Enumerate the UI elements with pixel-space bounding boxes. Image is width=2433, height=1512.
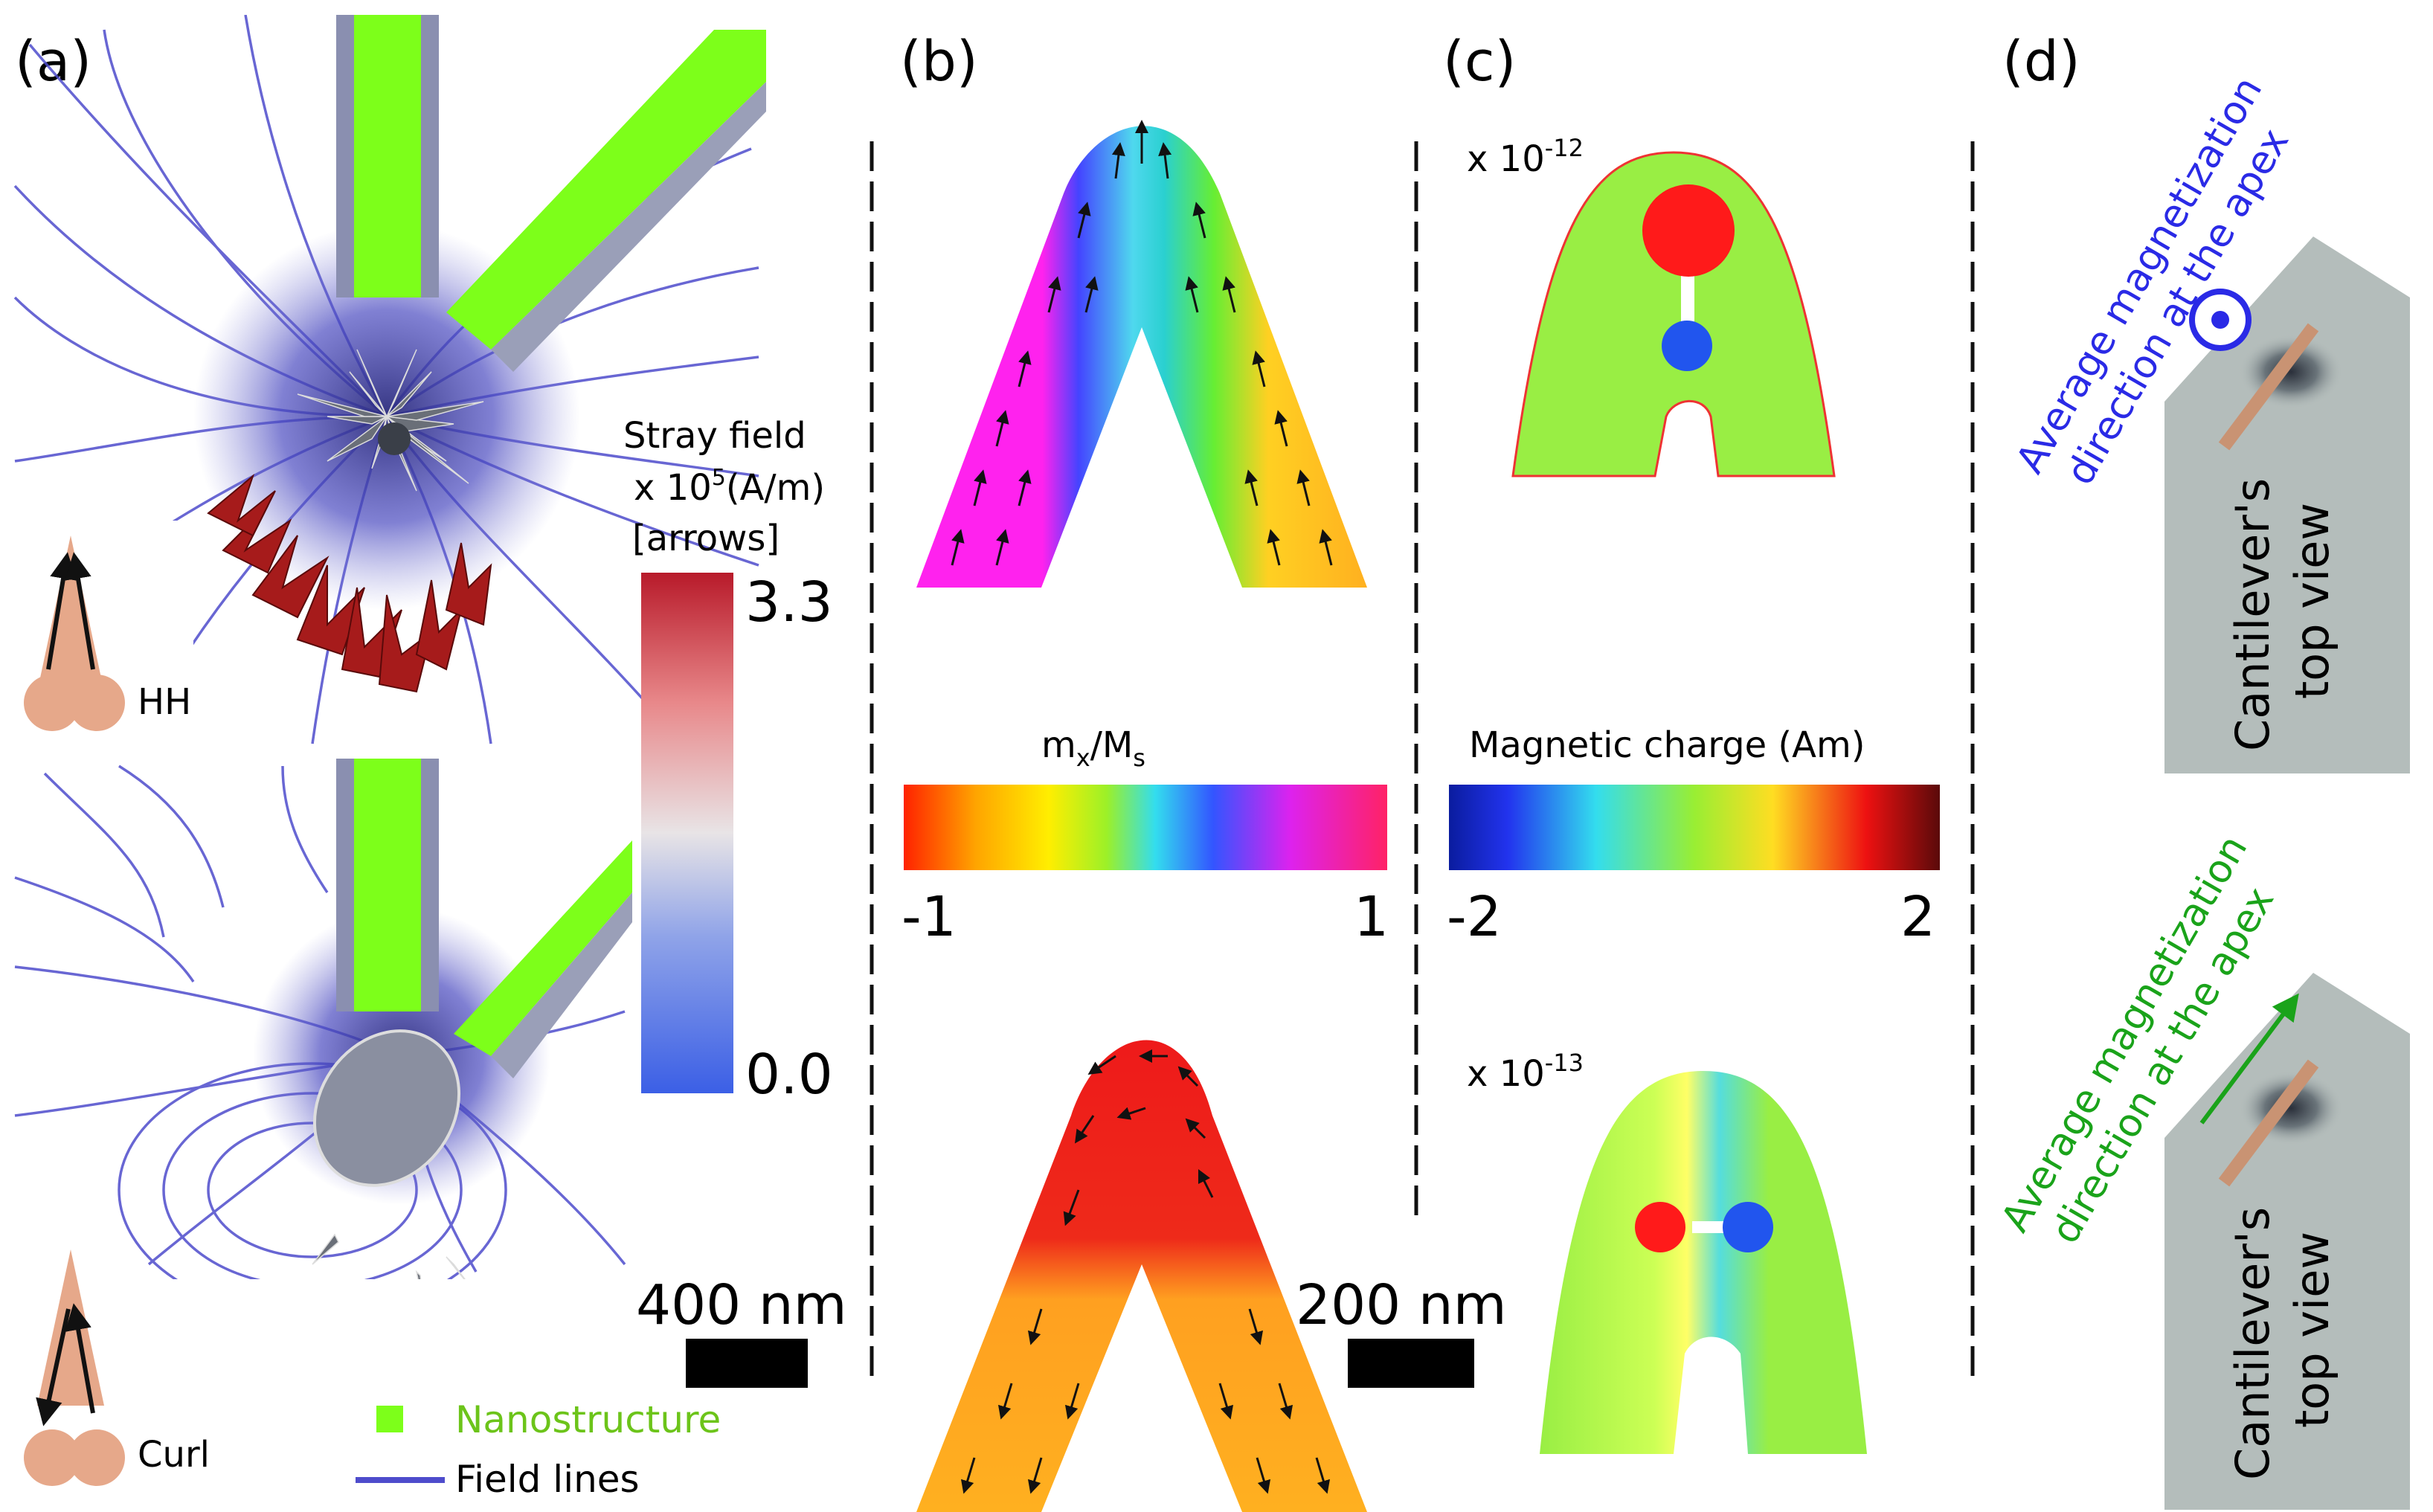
legend-field-lines-label: Field lines <box>455 1458 640 1501</box>
scalebar-200nm-label: 200 nm <box>1296 1273 1507 1337</box>
charge-colorbar-title: Magnetic charge (Am) <box>1469 724 1865 766</box>
scalebar-200nm: 200 nm <box>1296 1273 1507 1388</box>
mx-colorbar-max: 1 <box>1354 885 1389 949</box>
panel-a: (a) <box>0 15 847 1501</box>
arrow-left-up <box>46 552 77 670</box>
in-plane-arrow <box>2199 993 2299 1125</box>
charge-map-hh <box>1511 151 1836 477</box>
panel-a-label: (a) <box>15 30 91 94</box>
charge-gradient <box>1449 785 1940 870</box>
positive-charge-blob <box>1642 184 1735 277</box>
positive-charge-blob-curl <box>1635 1202 1685 1252</box>
charge-map-curl <box>1540 1071 1867 1454</box>
colorbar-title-line2: x 105(A/m) <box>634 465 825 509</box>
colorbar-title-line1: Stray field <box>623 415 806 457</box>
panel-c: (c) x 10-12 Magnetic charge (Am) -2 2 x … <box>1443 30 1940 1454</box>
cantilever-top: Cantilever's top view <box>2164 237 2410 773</box>
stray-field-colorbar: Stray field x 105(A/m) [arrows] 3.3 0.0 <box>623 415 833 1107</box>
simulation-hh <box>13 15 766 744</box>
legend-nanostructure-label: Nanostructure <box>455 1398 721 1441</box>
arrow-left-down <box>36 1308 71 1426</box>
inset-hh: HH <box>0 521 193 744</box>
panel-c-label: (c) <box>1443 30 1516 94</box>
inset-curl-label: Curl <box>138 1434 210 1476</box>
magnetization-map-curl <box>916 1040 1367 1512</box>
panel-d-label: (d) <box>2002 30 2080 94</box>
cantilever-tip-bar-top <box>2218 323 2319 451</box>
panel-d: (d) Average magnetization direction at t… <box>1993 30 2410 1510</box>
scalebar-400nm-label: 400 nm <box>636 1273 847 1337</box>
svg-text:Cantilever's: Cantilever's <box>2225 1207 2280 1480</box>
simulation-curl <box>14 759 632 1279</box>
curl-vortex <box>312 1029 461 1187</box>
arrow-right-up <box>65 552 95 670</box>
nanostructure-arm-diagonal-bottom <box>454 840 632 1056</box>
tip-shape-hh <box>37 535 104 692</box>
stray-field-gradient <box>641 573 733 1093</box>
magnetization-arrows-top <box>951 120 1333 566</box>
mx-colorbar-title: mx/Ms <box>1041 724 1145 772</box>
scalebar-400nm: 400 nm <box>636 1273 847 1388</box>
mx-colorbar-min: -1 <box>901 885 957 949</box>
stray-field-arrows-red <box>207 473 492 693</box>
colorbar-max: 3.3 <box>745 570 833 634</box>
charge-colorbar: Magnetic charge (Am) -2 2 <box>1447 724 1940 949</box>
charge-scale-bottom: x 10-13 <box>1467 1049 1584 1095</box>
nanostructure-arm-vertical-bottom <box>354 759 421 1011</box>
cantilever-tip-bar-bottom <box>2218 1059 2319 1187</box>
cantilever-bottom: Cantilever's top view <box>2164 973 2410 1510</box>
cantilever-label-bottom: Cantilever's top view <box>2225 1207 2339 1480</box>
panel-b: (b) <box>900 30 1507 1512</box>
inset-hh-label: HH <box>138 681 191 723</box>
inset-curl: Curl <box>24 1249 210 1486</box>
cantilever-label-top: Cantilever's top view <box>2225 478 2339 751</box>
arrow-right-up-curl <box>65 1303 95 1414</box>
colorbar-title-line3: [arrows] <box>632 518 780 559</box>
mx-gradient <box>904 785 1387 870</box>
panel-b-label: (b) <box>900 30 978 94</box>
svg-text:Cantilever's: Cantilever's <box>2225 478 2280 751</box>
magnetization-map-hh <box>916 120 1367 588</box>
negative-charge-blob <box>1662 321 1712 371</box>
magnetization-arrows-bottom <box>960 1049 1331 1494</box>
svg-text:top view: top view <box>2285 1232 2339 1428</box>
charge-scale-top: x 10-12 <box>1467 134 1584 180</box>
colorbar-min: 0.0 <box>745 1043 833 1107</box>
charge-colorbar-min: -2 <box>1447 885 1502 949</box>
nanostructure-arm-vertical <box>354 15 421 297</box>
tip-shape-curl <box>37 1249 104 1406</box>
negative-charge-blob-curl <box>1723 1202 1773 1252</box>
svg-text:top view: top view <box>2285 503 2339 699</box>
charge-colorbar-max: 2 <box>1900 885 1935 949</box>
legend: Nanostructure Field lines <box>356 1398 721 1501</box>
nanostructure-arm-diagonal <box>446 30 766 350</box>
mx-colorbar: mx/Ms -1 1 <box>901 724 1389 949</box>
legend-nanostructure-swatch <box>376 1406 403 1432</box>
